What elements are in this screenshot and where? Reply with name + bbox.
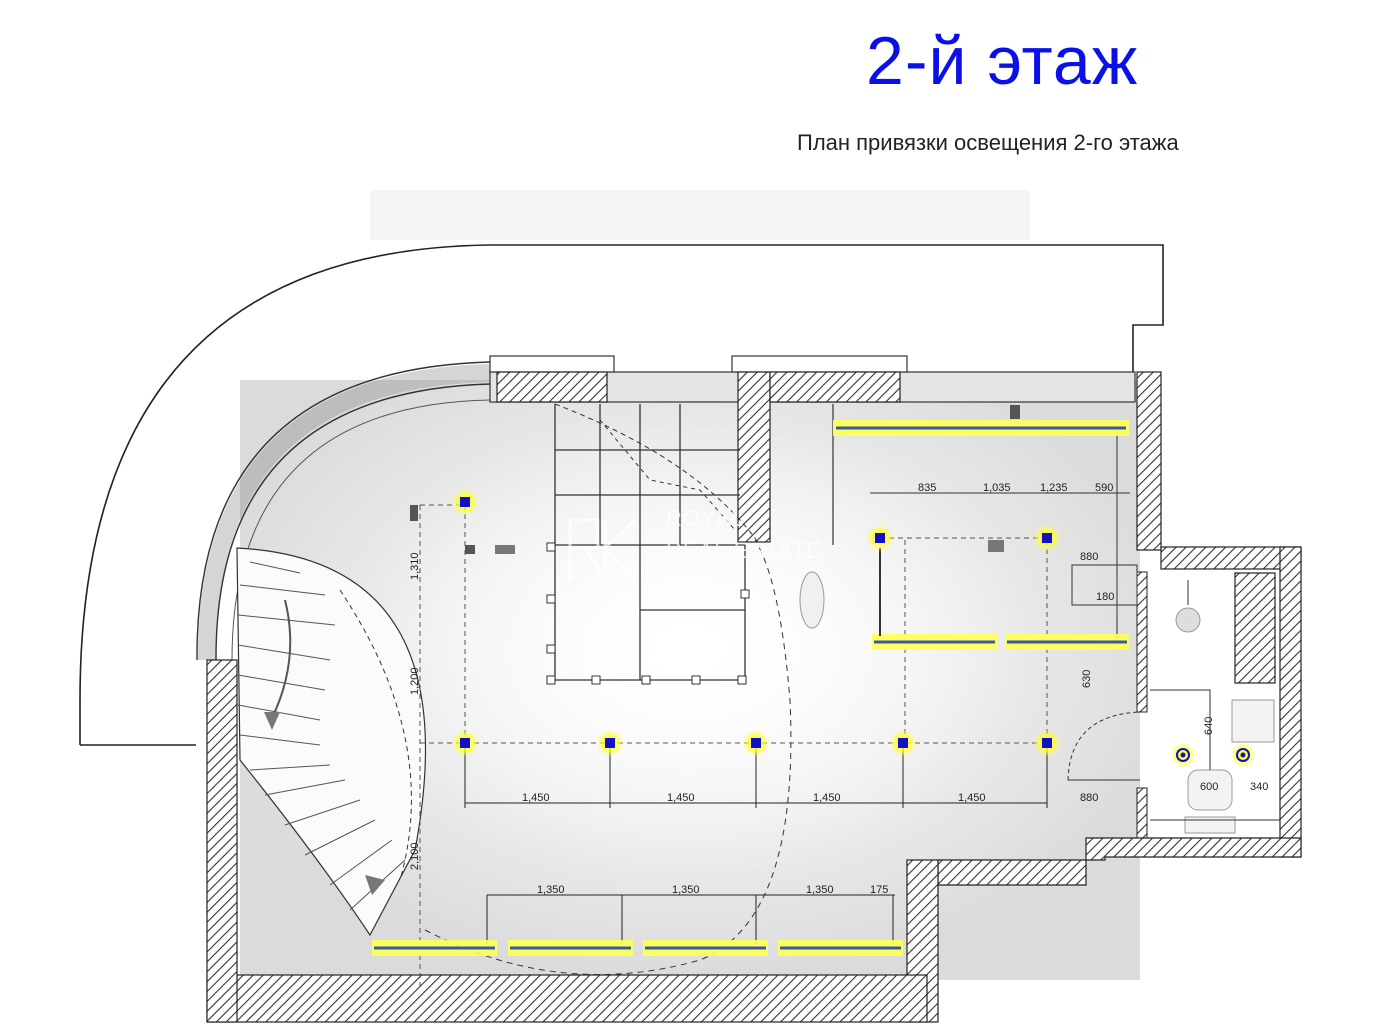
stair-arrow-head-1 — [264, 712, 280, 730]
dim-label: 1,235 — [1040, 482, 1068, 494]
wall-block-1 — [496, 371, 608, 403]
top-window-2 — [731, 355, 908, 373]
stair-arc-1 — [554, 403, 761, 546]
bath-partition — [1150, 689, 1211, 770]
spot-light-icon — [605, 738, 615, 748]
page-title: 2-й этаж — [866, 23, 1139, 99]
sink-icon — [1231, 699, 1275, 743]
curved-wall-outer — [196, 361, 491, 661]
dim-label: 1,350 — [672, 884, 700, 896]
stair-posts — [546, 542, 750, 685]
spot-light-icon — [751, 738, 761, 748]
wall-block-2 — [769, 371, 901, 403]
toilet-icon — [1184, 769, 1236, 834]
dim-label: 1,200 — [409, 667, 421, 695]
spot-light-icon — [460, 497, 470, 507]
wall-bath-right — [1279, 546, 1302, 858]
dim-label: 1,035 — [983, 482, 1011, 494]
round-light-icon — [1236, 748, 1250, 762]
top-window-1 — [489, 355, 615, 373]
watermark-logo — [568, 518, 637, 582]
dim-label: 1,450 — [813, 792, 841, 804]
dim-label: 600 — [1200, 781, 1218, 793]
dimension-labels: 1,450 1,450 1,450 1,450 1,350 1,350 1,35… — [409, 482, 1268, 896]
dim-label: 2,100 — [409, 842, 421, 870]
dim-label: 590 — [1095, 482, 1113, 494]
round-light-center — [1240, 752, 1246, 758]
terrace-outline — [79, 244, 1164, 745]
curved-wall-inner — [215, 383, 491, 661]
door-sweep — [424, 539, 792, 975]
curved-wall-band — [197, 364, 491, 661]
spot-light-icon — [1042, 738, 1052, 748]
wall-bath-left-low — [1136, 787, 1148, 839]
socket-icons — [410, 405, 1020, 554]
dim-label: 1,450 — [667, 792, 695, 804]
led-strips — [372, 420, 1129, 956]
shower-icon — [1175, 580, 1201, 633]
wall-right-upper — [1136, 371, 1162, 551]
page-subtitle: План привязки освещения 2-го этажа — [797, 130, 1179, 155]
curved-wall-sill — [231, 399, 491, 661]
stair-path — [339, 589, 412, 881]
spiral-stair — [236, 547, 427, 937]
wall-bath-left — [1136, 571, 1148, 713]
spot-light-icon — [898, 738, 908, 748]
dim-label: 1,350 — [806, 884, 834, 896]
dimension-chain-bottom — [486, 894, 895, 945]
ceiling-fixtures — [451, 488, 1256, 768]
dim-label: 1,450 — [522, 792, 550, 804]
wall-bath-inner — [1234, 572, 1276, 684]
round-light-icon — [1176, 748, 1190, 762]
dim-label: 340 — [1250, 781, 1268, 793]
spot-light-icon — [875, 533, 885, 543]
wall-left — [206, 659, 238, 1023]
round-light-center — [1180, 752, 1186, 758]
dim-label: 1,350 — [537, 884, 565, 896]
dim-label: 640 — [1203, 717, 1215, 735]
dim-label: 835 — [918, 482, 936, 494]
stair-opening — [554, 404, 746, 681]
vase-icon — [799, 571, 825, 629]
dim-label: 175 — [870, 884, 888, 896]
watermark-line1: ROYAL — [666, 506, 744, 531]
niche — [1071, 564, 1138, 606]
wall-lower-right — [937, 837, 1302, 886]
top-blur-band — [370, 190, 1030, 240]
wall-column — [737, 371, 771, 543]
dim-label: 180 — [1096, 591, 1114, 603]
dim-label: 630 — [1081, 670, 1093, 688]
stair-arrow-1 — [271, 599, 292, 719]
stair-arrow-head-2 — [365, 875, 385, 895]
wall-bottom — [206, 974, 928, 1023]
watermark-line2: REAL ESTATE — [666, 538, 822, 563]
stair-arc-2 — [599, 419, 736, 531]
dim-label: 1,310 — [409, 552, 421, 580]
dim-label: 880 — [1080, 792, 1098, 804]
spot-light-icon — [460, 738, 470, 748]
dim-label: 1,450 — [958, 792, 986, 804]
spot-light-icon — [1042, 533, 1052, 543]
dim-label: 880 — [1080, 551, 1098, 563]
